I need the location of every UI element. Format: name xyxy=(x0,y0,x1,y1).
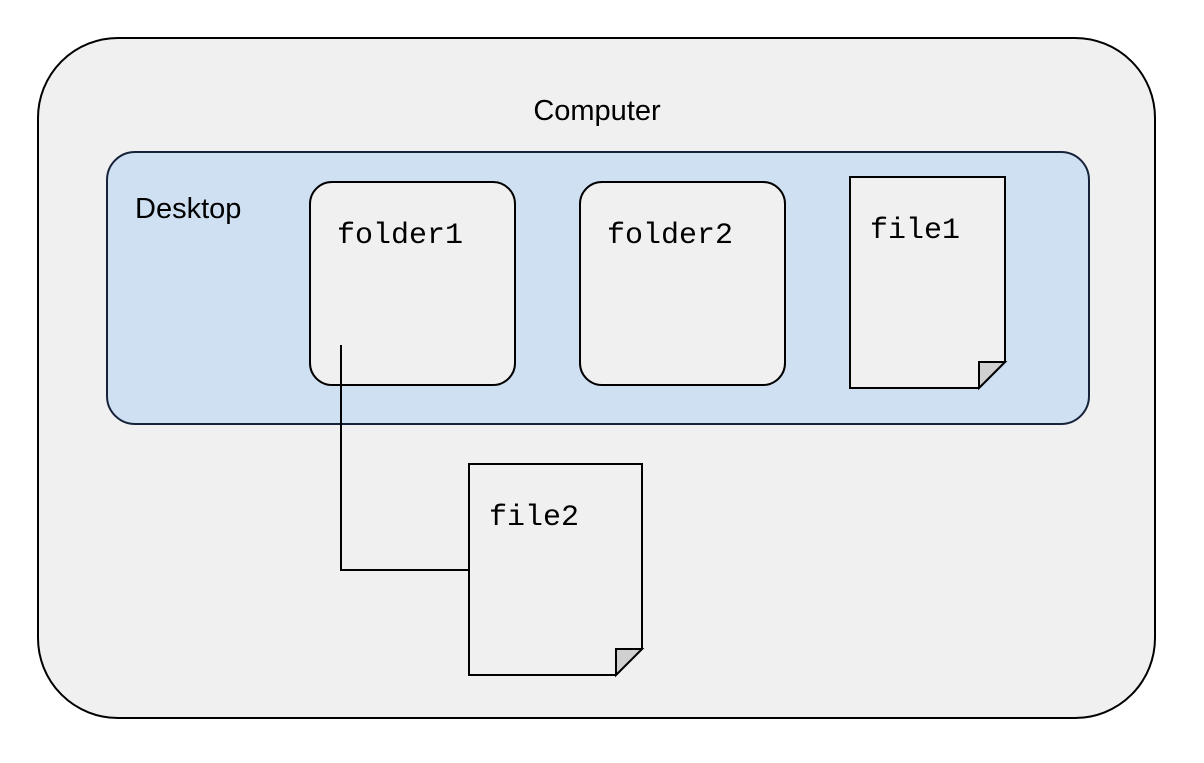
file1-fold-corner-icon xyxy=(978,361,1008,391)
computer-label: Computer xyxy=(533,95,661,127)
file1-shape[interactable] xyxy=(849,176,1006,389)
file2-shape[interactable] xyxy=(468,463,643,676)
file2-label: file2 xyxy=(489,501,579,535)
file2-fold-corner-icon xyxy=(615,648,645,678)
edge-folder1-to-file2[interactable] xyxy=(340,345,469,571)
folder1-label: folder1 xyxy=(337,219,463,253)
connector-folder1-file2[interactable] xyxy=(340,345,469,571)
folder1-shape[interactable] xyxy=(309,181,516,386)
node-folder1[interactable]: folder1 xyxy=(309,181,516,386)
file1-label: file1 xyxy=(870,214,960,248)
node-folder2[interactable]: folder2 xyxy=(579,181,786,386)
folder2-label: folder2 xyxy=(607,219,733,253)
node-file2[interactable]: file2 xyxy=(468,463,645,678)
node-file1[interactable]: file1 xyxy=(849,176,1008,391)
desktop-label: Desktop xyxy=(135,193,241,225)
folder2-shape[interactable] xyxy=(579,181,786,386)
